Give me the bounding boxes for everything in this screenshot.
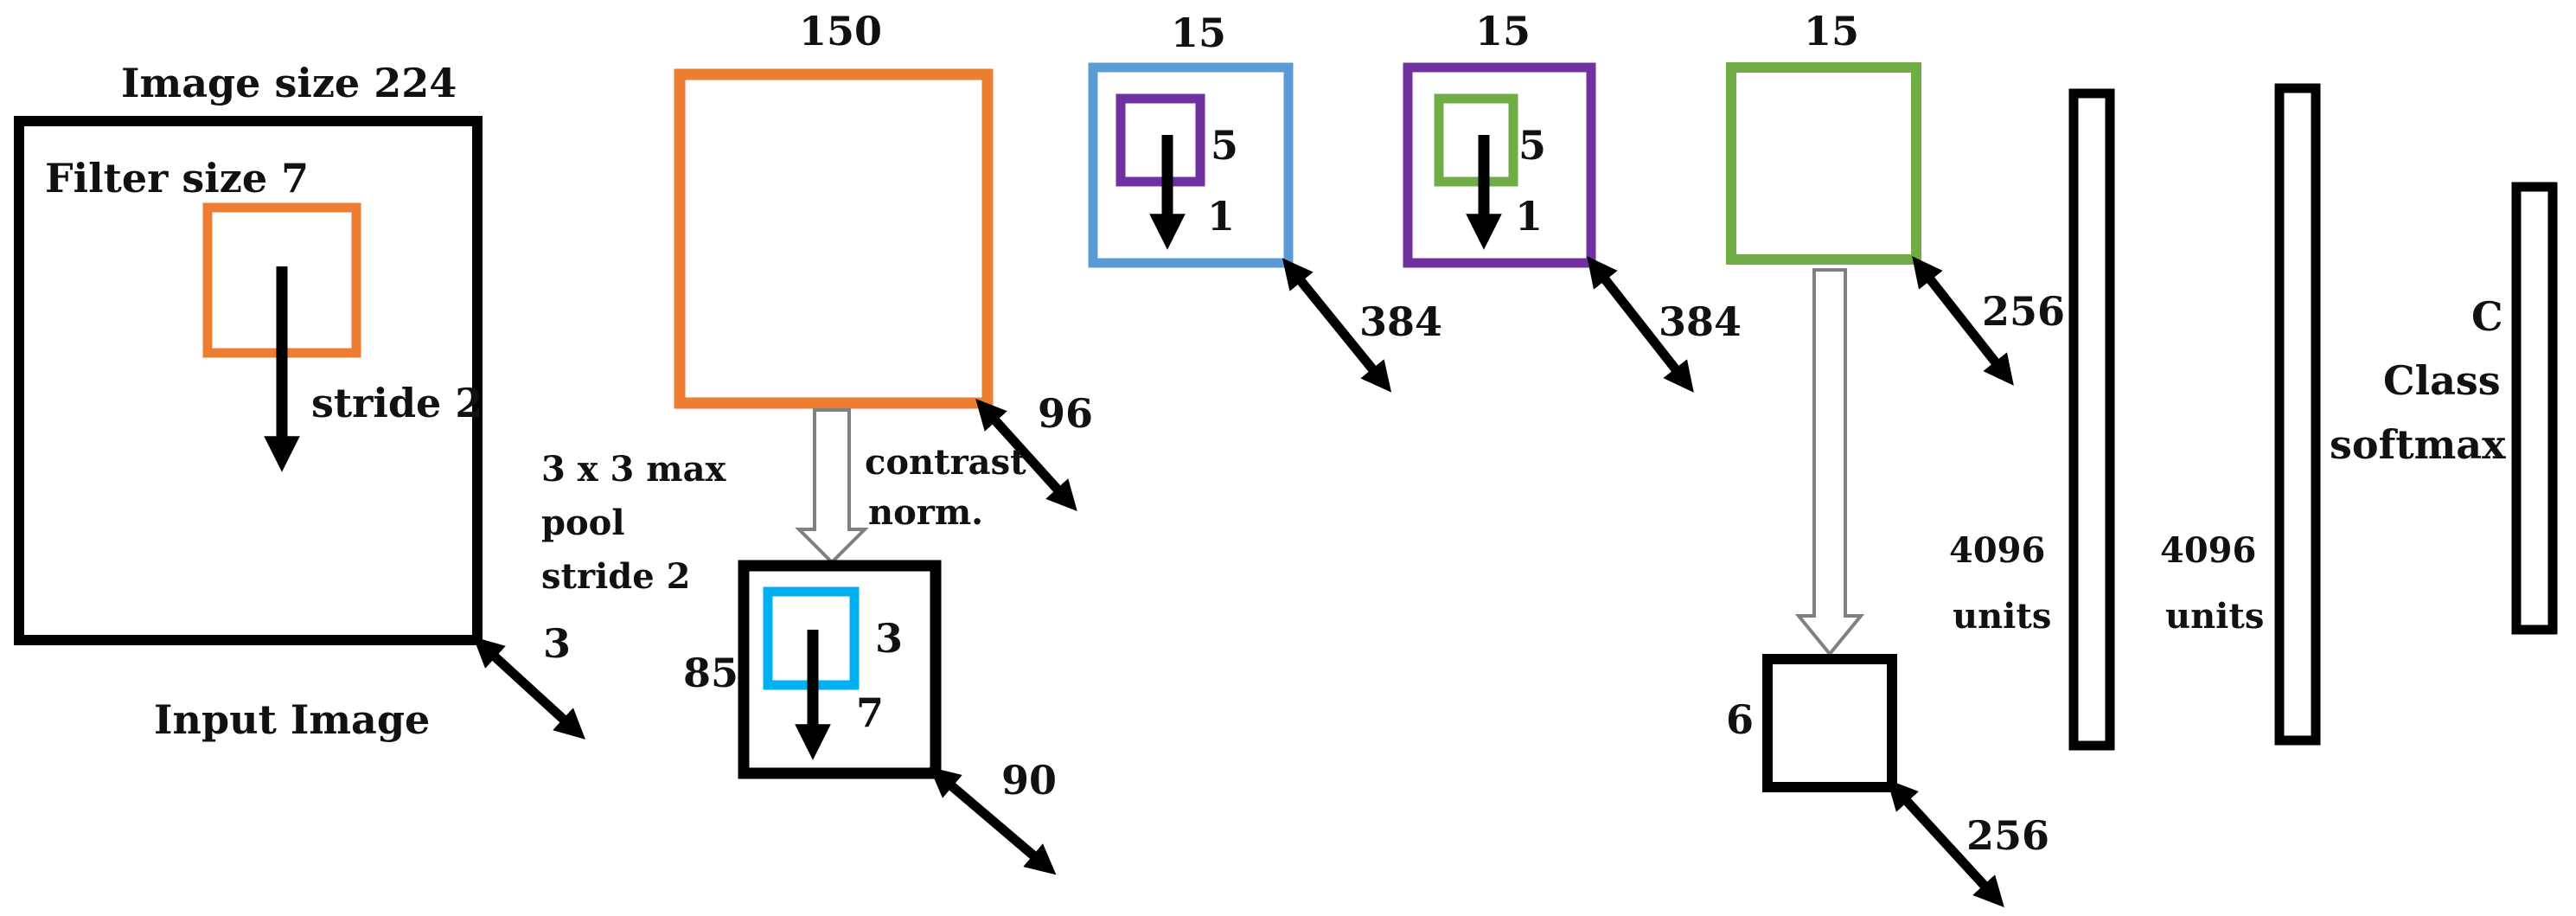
layer3-filter-box — [1115, 93, 1205, 187]
layer2-size-label: 85 — [683, 650, 738, 696]
output-line2: Class — [2383, 357, 2501, 404]
layer5-size-label: 15 — [1804, 8, 1859, 54]
fc7-units-line2: units — [2165, 596, 2264, 637]
fc6-bar — [2068, 88, 2115, 751]
input-image-box — [14, 116, 483, 645]
layer3-depth-arrow — [1282, 258, 1392, 393]
output-line3: softmax — [2330, 421, 2506, 468]
layer1-depth-arrow — [975, 398, 1077, 512]
layer2-stride-label: 7 — [856, 689, 884, 736]
layer3-stride-label: 1 — [1207, 193, 1235, 240]
layer4-depth-arrow — [1587, 256, 1694, 393]
fc7-bar — [2274, 83, 2321, 746]
fc6-units-line1: 4096 — [1949, 530, 2045, 571]
layer5-pool-arrow — [1794, 268, 1865, 657]
layer5-depth-arrow — [1912, 256, 2014, 386]
layer4-box — [1403, 62, 1596, 268]
layer2-filter-label: 3 — [875, 615, 903, 662]
layer3-box — [1088, 62, 1294, 268]
layer1-size-label: 150 — [799, 8, 882, 54]
layer4-size-label: 15 — [1475, 8, 1531, 54]
layer4-filter-box — [1434, 93, 1518, 187]
contrast-line2: norm. — [868, 492, 983, 533]
fc6-units-line2: units — [1953, 596, 2051, 637]
input-depth-arrow — [473, 637, 585, 740]
input-image-caption: Input Image — [154, 696, 430, 743]
output-bar — [2511, 182, 2558, 635]
layer5-box — [1726, 62, 1921, 265]
layer2-depth-arrow — [929, 766, 1057, 875]
layer5-pooled-box — [1762, 654, 1897, 792]
pool-line3: stride 2 — [541, 556, 690, 597]
input-stride-label: stride 2 — [311, 380, 483, 426]
layer2-depth-label: 90 — [1001, 757, 1057, 804]
layer4-depth-label: 384 — [1659, 298, 1742, 345]
input-image-size-label: Image size 224 — [121, 60, 457, 106]
layer1-box — [674, 68, 994, 409]
layer3-depth-label: 384 — [1359, 298, 1442, 345]
layer4-filter-label: 5 — [1518, 122, 1546, 169]
layer1-pool-arrow — [795, 408, 869, 565]
layer1-depth-label: 96 — [1038, 390, 1093, 437]
layer3-filter-label: 5 — [1211, 122, 1238, 169]
pool-line2: pool — [541, 503, 625, 543]
input-filter-size-label: Filter size 7 — [45, 155, 309, 202]
layer5-pooled-size-label: 6 — [1726, 696, 1754, 743]
input-depth-label: 3 — [543, 620, 571, 667]
output-line1: C — [2471, 293, 2503, 340]
layer4-stride-label: 1 — [1515, 193, 1543, 240]
layer5-pooled-depth-arrow — [1887, 779, 2004, 907]
fc7-units-line1: 4096 — [2160, 530, 2256, 571]
layer3-size-label: 15 — [1171, 10, 1226, 56]
contrast-line1: contrast — [865, 442, 1026, 483]
layer5-pooled-depth-label: 256 — [1966, 812, 2049, 859]
layer2-box — [738, 560, 942, 779]
pool-line1: 3 x 3 max — [541, 449, 727, 490]
layer5-depth-label: 256 — [1982, 288, 2065, 335]
